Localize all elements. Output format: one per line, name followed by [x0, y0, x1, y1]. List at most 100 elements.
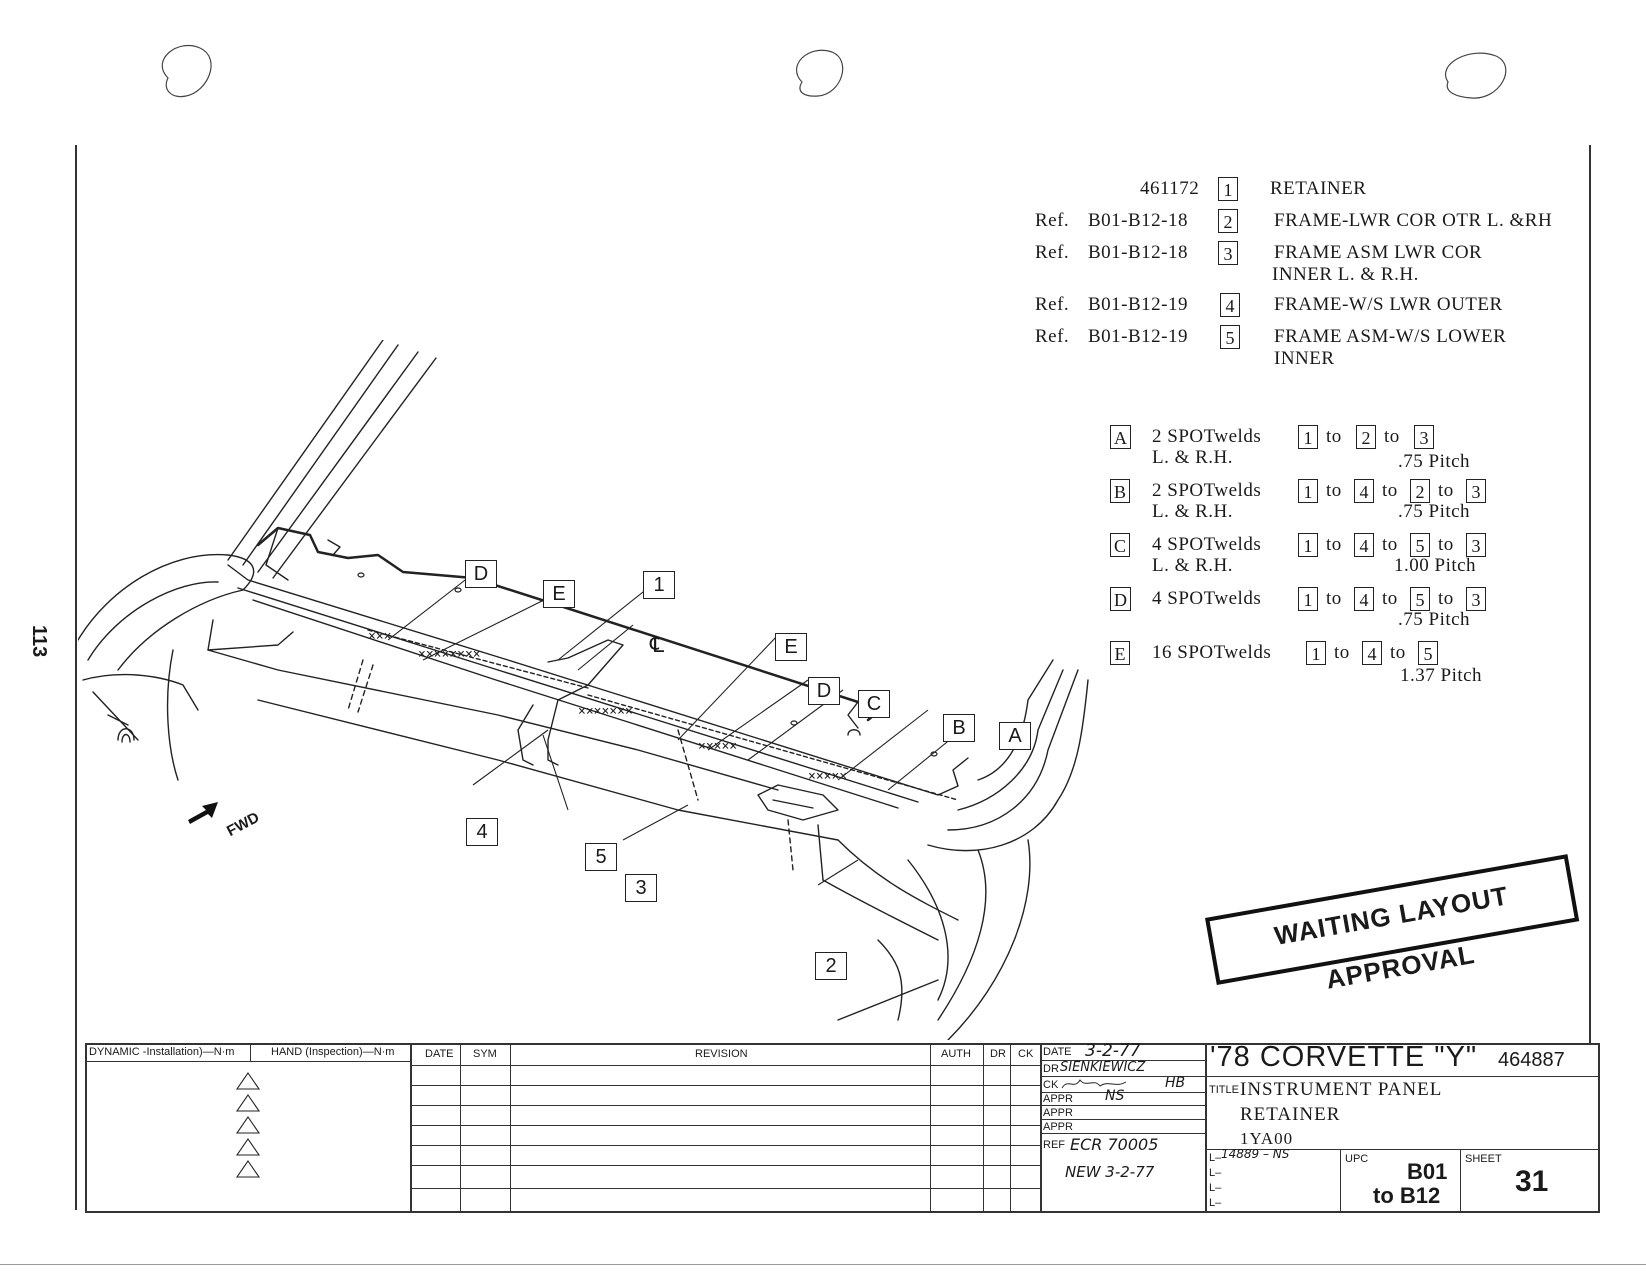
retainer-tab-left	[317, 539, 341, 556]
weld-to: to	[1334, 642, 1350, 663]
col-revision: REVISION	[695, 1048, 748, 1060]
weld-part-box: 1	[1306, 641, 1326, 665]
weld-part-box: 4	[1362, 641, 1382, 665]
part-row-4: Ref. B01-B12-19 4 FRAME-W/S LWR OUTER	[1020, 291, 1590, 321]
callout-d-right: D	[808, 677, 840, 705]
weld-to: to	[1326, 588, 1342, 609]
part-number: B01-B12-19	[1088, 294, 1188, 315]
callout-a: A	[999, 722, 1031, 750]
weld-legend: A 2 SPOTwelds 1 to 2 to 3 L. & R.H. .75 …	[1110, 425, 1530, 695]
svg-text:×××××××: ×××××××	[578, 704, 633, 719]
weld-part-box: 1	[1298, 587, 1318, 611]
weld-row-c: C 4 SPOTwelds 1 to 4 to 5 to 3 L. & R.H.…	[1110, 533, 1530, 583]
date-label: DATE	[1043, 1046, 1072, 1058]
weld-seam-right	[587, 694, 959, 801]
title-label: TITLE	[1209, 1084, 1239, 1096]
callout-e-left: E	[543, 580, 575, 608]
bolt-left-1	[117, 728, 135, 741]
dr-value: SIENKIEWICZ	[1060, 1060, 1146, 1075]
weld-row-b: B 2 SPOTwelds 1 to 4 to 2 to 3 L. & R.H.…	[1110, 479, 1530, 529]
pillar-line-4	[272, 357, 437, 579]
col-hand: HAND (Inspection)—N·m	[271, 1046, 395, 1058]
part-desc: FRAME-W/S LWR OUTER	[1274, 294, 1503, 315]
svg-text:××××××××: ××××××××	[418, 647, 481, 662]
weld-part-box: 3	[1466, 587, 1486, 611]
l-markers: L–L–L–L–	[1209, 1152, 1222, 1209]
callout-b: B	[943, 714, 975, 742]
part-id-box: 5	[1220, 325, 1240, 349]
weld-part-box: 2	[1410, 479, 1430, 503]
weld-letter-box: C	[1110, 533, 1131, 557]
weld-part-box: 4	[1354, 533, 1374, 557]
col-dr: DR	[990, 1048, 1006, 1060]
part-number: B01-B12-18	[1088, 242, 1188, 263]
callout-part-4: 4	[466, 818, 498, 846]
retainer-tab-right	[847, 729, 861, 736]
title-line1: INSTRUMENT PANEL	[1240, 1079, 1443, 1100]
weld-part-box: 5	[1410, 587, 1430, 611]
sheet-value: 31	[1515, 1165, 1549, 1198]
col-auth: AUTH	[941, 1048, 971, 1060]
left-border	[75, 145, 77, 1210]
date-value: 3-2-77	[1085, 1041, 1141, 1061]
ck-signature	[1061, 1079, 1127, 1089]
weld-seam-left	[367, 629, 589, 689]
part-row-3: Ref. B01-B12-18 3 FRAME ASM LWR COR INNE…	[1020, 239, 1590, 289]
lower-frame-1	[207, 649, 779, 791]
punch-hole-center	[795, 49, 844, 97]
part-number: B01-B12-18	[1088, 210, 1188, 231]
centerline-symbol: ℄	[650, 632, 665, 657]
weld-count: 2 SPOTwelds	[1152, 426, 1262, 447]
weld-row-d: D 4 SPOTwelds 1 to 4 to 5 to 3 .75 Pitch	[1110, 587, 1530, 637]
part-ref: Ref.	[1035, 210, 1070, 231]
part-number: 461172	[1140, 178, 1200, 199]
part-desc: FRAME ASM LWR COR	[1274, 242, 1483, 263]
right-lower-curve-1	[907, 859, 949, 1001]
col-ck: CK	[1018, 1048, 1034, 1060]
weld-pitch: 1.00 Pitch	[1394, 555, 1477, 576]
weld-row-e: E 16 SPOTwelds 1 to 4 to 5 1.37 Pitch	[1110, 641, 1530, 691]
callout-e-right: E	[775, 633, 807, 661]
weld-pitch: .75 Pitch	[1398, 451, 1471, 472]
ref-value: ECR 70005	[1070, 1135, 1159, 1154]
weld-to: to	[1382, 588, 1398, 609]
weld-to: to	[1326, 426, 1342, 447]
col-dynamic: DYNAMIC -Installation)—N·m	[89, 1046, 235, 1058]
punch-hole-left	[161, 44, 212, 98]
weld-letter-box: D	[1110, 587, 1131, 611]
pillar-line-1	[227, 340, 384, 561]
part-desc-2: INNER	[1274, 348, 1335, 369]
cowl-left-mid	[87, 581, 219, 661]
weld-letter-box: E	[1110, 641, 1130, 665]
cowl-left-lower	[82, 673, 199, 711]
weld-sides: L. & R.H.	[1152, 447, 1234, 468]
weld-to: to	[1326, 480, 1342, 501]
part-ref: Ref.	[1035, 294, 1070, 315]
part-id-box: 3	[1218, 241, 1238, 265]
weld-to: to	[1326, 534, 1342, 555]
callout-part-5: 5	[585, 843, 617, 871]
upc-line1: B01	[1407, 1159, 1448, 1184]
weld-pitch: 1.37 Pitch	[1400, 665, 1483, 686]
appr2-label: APPR	[1043, 1107, 1073, 1119]
weld-to: to	[1438, 588, 1454, 609]
sheet-label: SHEET	[1465, 1153, 1502, 1165]
waiting-layout-approval-stamp: WAITING LAYOUT APPROVAL	[1205, 854, 1580, 995]
weld-part-box: 3	[1414, 425, 1434, 449]
upc-label: UPC	[1345, 1153, 1369, 1165]
weld-to: to	[1390, 642, 1406, 663]
side-page-number: 113	[28, 625, 50, 658]
weld-letter-box: B	[1110, 479, 1131, 503]
cowl-left-upper	[78, 553, 255, 671]
ck-label: CK	[1043, 1079, 1059, 1091]
part-id-box: 1	[1218, 177, 1238, 201]
lower-frame-2	[257, 699, 839, 841]
svg-text:×××: ×××	[368, 629, 391, 644]
pillar-line-3	[257, 351, 419, 573]
weld-to: to	[1438, 480, 1454, 501]
pillar-line-2	[242, 344, 399, 566]
centerline-bracket	[547, 639, 624, 766]
weld-part-box: 1	[1298, 533, 1318, 557]
weld-to: to	[1438, 534, 1454, 555]
part-desc: FRAME-LWR COR OTR L. &RH	[1274, 210, 1553, 231]
